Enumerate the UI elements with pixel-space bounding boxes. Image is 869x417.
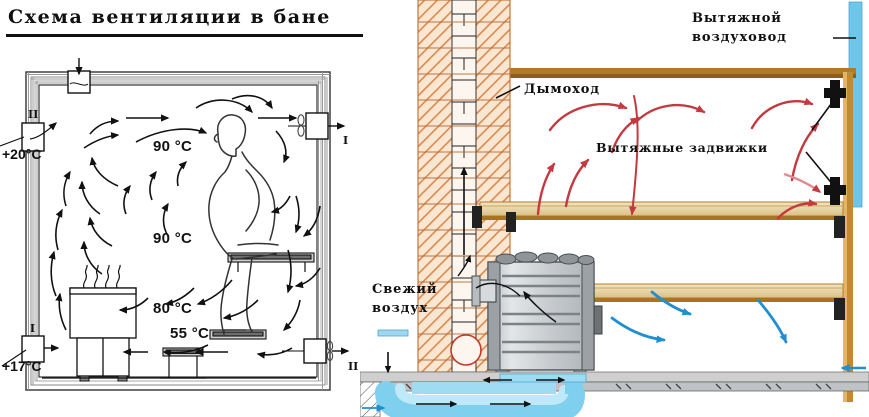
cool-airflow-arrows	[610, 290, 788, 344]
exhaust-damper-lower[interactable]	[824, 177, 846, 205]
bench-upper	[227, 252, 315, 272]
temp-label-floor-level: 55 °C	[170, 325, 210, 342]
callout-exhaust-duct-line2: воздуховод	[692, 29, 787, 45]
vent-inlet-upper-left	[0, 122, 58, 152]
floor-slab	[360, 371, 869, 383]
bench-bracket-chimney-side	[472, 206, 482, 228]
vent-outlet-lower-right	[282, 338, 350, 364]
bench-upper-wood	[479, 201, 844, 220]
right-section-diagram	[360, 0, 869, 417]
bench-bracket-upper	[834, 216, 845, 238]
sauna-heater-unit	[487, 251, 603, 379]
chimney-cleanout	[450, 334, 482, 366]
bench-step	[209, 329, 267, 340]
vent-label-roman-upper-left: II	[28, 108, 39, 121]
temp-label-bench-upper: 90 °C	[153, 230, 193, 247]
bench-bracket-lower	[834, 298, 845, 320]
room-ceiling-shadow	[506, 74, 856, 78]
stove-heat-squiggles	[82, 264, 121, 289]
vent-inlet-lower-left	[1, 335, 60, 367]
left-room-diagram	[0, 58, 350, 391]
room-wall-outline	[25, 71, 331, 391]
person-figure	[208, 114, 279, 335]
vent-label-roman-lower-left: I	[30, 322, 36, 335]
callout-exhaust-dampers: Вытяжные задвижки	[596, 140, 768, 155]
room-right-wall	[843, 72, 853, 402]
damper-flow-arrow-lower	[783, 172, 822, 193]
hot-airflow-arrows	[536, 95, 820, 220]
temp-label-bench-lower: 80 °C	[153, 300, 193, 317]
callout-fresh-air: Свежий воздух	[372, 281, 437, 319]
exhaust-damper-upper[interactable]	[824, 80, 846, 108]
callout-fresh-air-line1: Свежий	[372, 282, 438, 297]
stove-to-chimney-duct	[471, 275, 557, 323]
fan-icon	[297, 114, 305, 137]
page-title: Схема вентиляции в бане	[8, 6, 331, 28]
chimney-side-damper[interactable]	[506, 212, 516, 232]
vent-label-roman-lower-right: II	[348, 360, 359, 373]
callout-fresh-air-line2: воздух	[372, 300, 429, 316]
callout-leader-lines	[495, 37, 856, 187]
callout-exhaust-duct-line1: Вытяжной	[692, 11, 782, 26]
temp-label-head-level: 90 °C	[153, 138, 193, 155]
sauna-stove-outline	[69, 287, 137, 382]
vent-temp-upper-left: +20°C	[2, 146, 42, 162]
vent-label-roman-upper-right: I	[343, 134, 349, 147]
vent-temp-lower-left: +17°C	[2, 358, 42, 374]
vent-outlet-upper-right	[288, 112, 346, 140]
airflow-arrows	[48, 94, 321, 359]
callout-exhaust-duct: Вытяжной воздуховод	[692, 10, 787, 48]
fresh-air-duct	[362, 329, 587, 417]
room-ceiling-beam	[506, 68, 856, 78]
callout-chimney: Дымоход	[524, 82, 600, 97]
ceiling-inlet-vent	[67, 58, 91, 94]
fan-icon	[326, 340, 334, 362]
title-underline	[6, 34, 363, 37]
